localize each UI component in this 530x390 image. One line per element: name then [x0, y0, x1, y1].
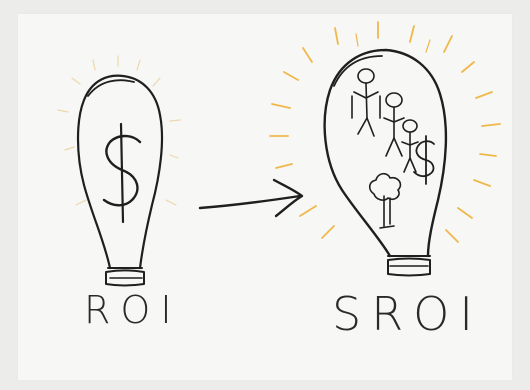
dollar-icon	[104, 124, 140, 222]
arrow-icon	[200, 180, 302, 216]
stick-figure-icon	[352, 69, 380, 136]
roi-bulb-base	[106, 268, 144, 286]
sroi-bulb	[270, 22, 500, 276]
roi-bulb-outline	[78, 76, 162, 268]
roi-bulb	[58, 56, 180, 286]
sroi-label: SROI	[332, 287, 483, 341]
roi-label: ROI	[84, 288, 182, 332]
stick-figure-icon	[384, 93, 404, 156]
tree-icon	[370, 174, 401, 228]
sroi-bulb-outline	[325, 50, 446, 256]
sroi-glow-lines	[270, 22, 500, 242]
stick-figure-icon	[402, 120, 418, 172]
